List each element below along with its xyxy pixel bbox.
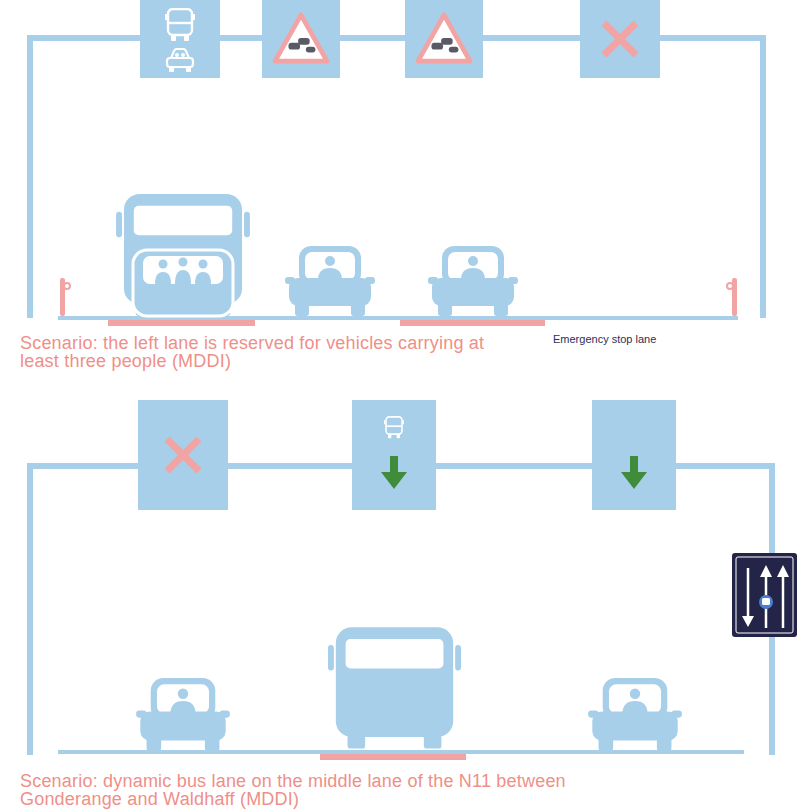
scenario-caption: Scenario: dynamic bus lane on the middle… <box>20 772 580 808</box>
scenario-caption: Scenario: the left lane is reserved for … <box>20 334 520 370</box>
lane-label: Emergency stop lane <box>553 333 656 346</box>
